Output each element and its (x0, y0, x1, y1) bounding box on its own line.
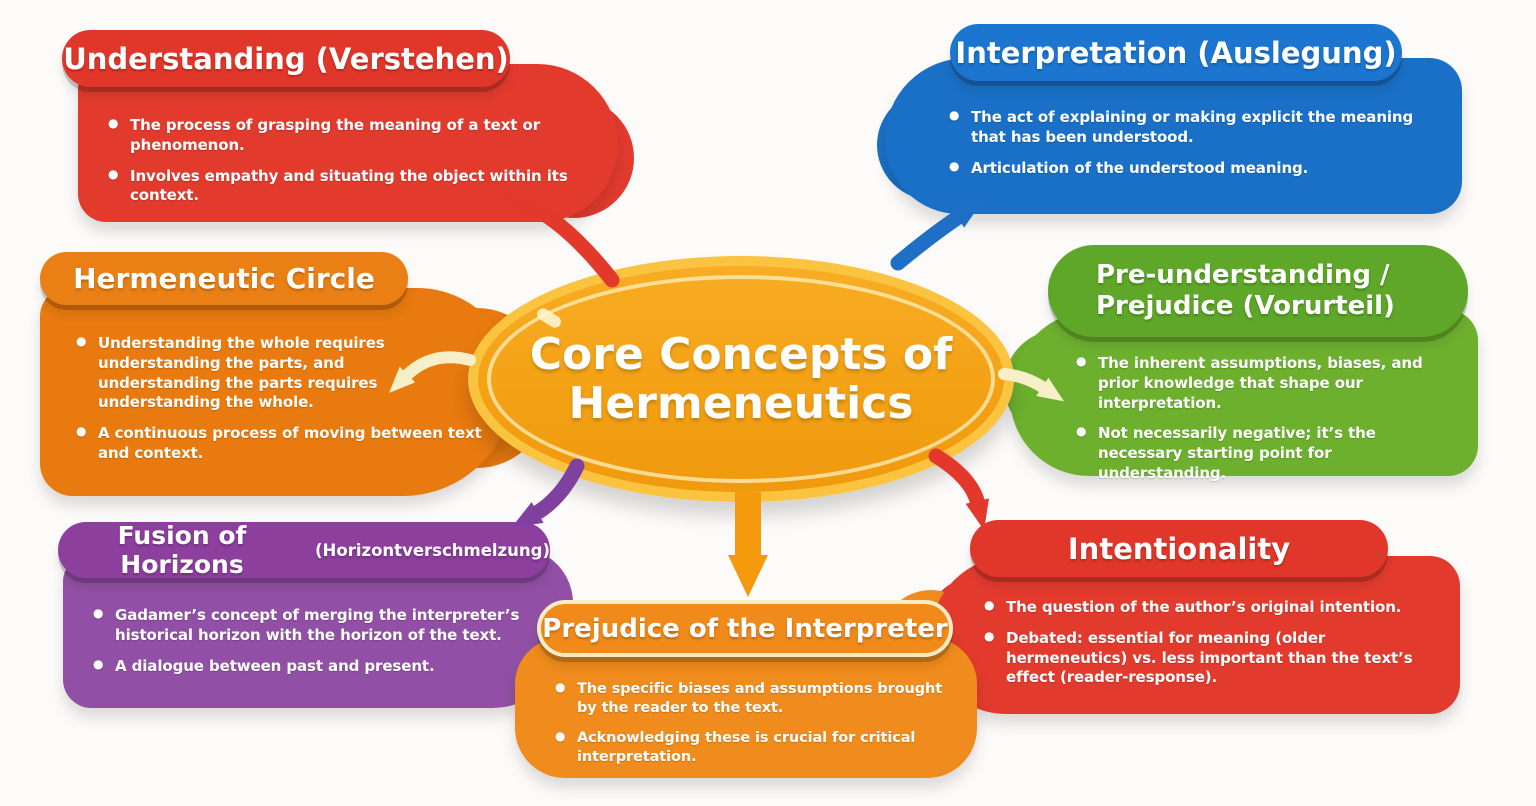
node-pre-understanding-bullets: The inherent assumptions, biases, and pr… (1074, 354, 1458, 484)
node-hermeneutic-circle-title: Hermeneutic Circle (40, 252, 408, 305)
bullet-item: Debated: essential for meaning (older he… (982, 629, 1444, 688)
node-interpretation: The act of explaining or making explicit… (877, 20, 1462, 220)
node-intentionality: The question of the author’s original in… (924, 516, 1462, 716)
bullet-item: The inherent assumptions, biases, and pr… (1074, 354, 1458, 413)
diagram-title: Core Concepts of Hermeneutics (529, 328, 953, 429)
bullet-item: A dialogue between past and present. (91, 657, 551, 677)
node-intentionality-body: The question of the author’s original in… (930, 556, 1460, 714)
bullet-item: A continuous process of moving between t… (74, 424, 484, 464)
node-hermeneutic-circle-body: Understanding the whole requires underst… (40, 288, 514, 496)
node-understanding-body: The process of grasping the meaning of a… (78, 64, 618, 222)
bullet-item: Acknowledging these is crucial for criti… (553, 729, 965, 767)
title-main: Fusion of Horizons (117, 521, 247, 579)
node-intentionality-bullets: The question of the author’s original in… (982, 598, 1444, 688)
arrow-center-to-intentionality (928, 448, 990, 531)
node-understanding: The process of grasping the meaning of a… (62, 28, 634, 228)
arrow-center-to-interpretation (890, 201, 983, 271)
bullet-item: Articulation of the understood meaning. (947, 159, 1438, 179)
bullet-item: The process of grasping the meaning of a… (106, 116, 610, 156)
node-intentionality-title: Intentionality (970, 520, 1388, 577)
node-pre-understanding-body: The inherent assumptions, biases, and pr… (1010, 310, 1478, 482)
node-prejudice-of-the-interpreter-bullets: The specific biases and assumptions brou… (553, 680, 965, 768)
node-interpretation-bullets: The act of explaining or making explicit… (947, 108, 1438, 178)
node-fusion-of-horizons-bullets: Gadamer’s concept of merging the interpr… (91, 606, 551, 676)
bullet-item: Involves empathy and situating the objec… (106, 167, 610, 207)
node-prejudice-of-the-interpreter: The specific biases and assumptions brou… (515, 590, 981, 780)
node-hermeneutic-circle: Understanding the whole requires underst… (40, 248, 580, 496)
node-pre-understanding: The inherent assumptions, biases, and pr… (1004, 240, 1478, 482)
bullet-item: The specific biases and assumptions brou… (553, 680, 965, 718)
bullet-item: Understanding the whole requires underst… (74, 334, 428, 413)
node-prejudice-of-the-interpreter-title: Prejudice of the Interpreter (537, 600, 953, 657)
bullet-item: The act of explaining or making explicit… (947, 108, 1438, 148)
node-prejudice-of-the-interpreter-body: The specific biases and assumptions brou… (515, 638, 977, 778)
node-fusion-of-horizons: Gadamer’s concept of merging the interpr… (55, 518, 573, 710)
node-fusion-of-horizons-body: Gadamer’s concept of merging the interpr… (63, 558, 565, 708)
node-interpretation-title: Interpretation (Auslegung) (950, 24, 1402, 81)
node-hermeneutic-circle-bullets: Understanding the whole requires underst… (74, 334, 490, 464)
bullet-item: Not necessarily negative; it’s the neces… (1074, 424, 1458, 483)
title-subtitle: (Horizontverschmelzung) (315, 540, 550, 560)
node-interpretation-body: The act of explaining or making explicit… (885, 58, 1462, 214)
bullet-item: The question of the author’s original in… (982, 598, 1444, 618)
node-understanding-title: Understanding (Verstehen) (62, 30, 510, 87)
bullet-item: Gadamer’s concept of merging the interpr… (91, 606, 551, 646)
node-fusion-of-horizons-title: Fusion of Horizons (Horizontverschmelzun… (58, 521, 550, 579)
center-topic-ellipse: Core Concepts of Hermeneutics (468, 256, 1014, 502)
node-understanding-bullets: The process of grasping the meaning of a… (106, 116, 610, 206)
node-pre-understanding-title: Pre-understanding / Prejudice (Vorurteil… (1048, 245, 1468, 337)
